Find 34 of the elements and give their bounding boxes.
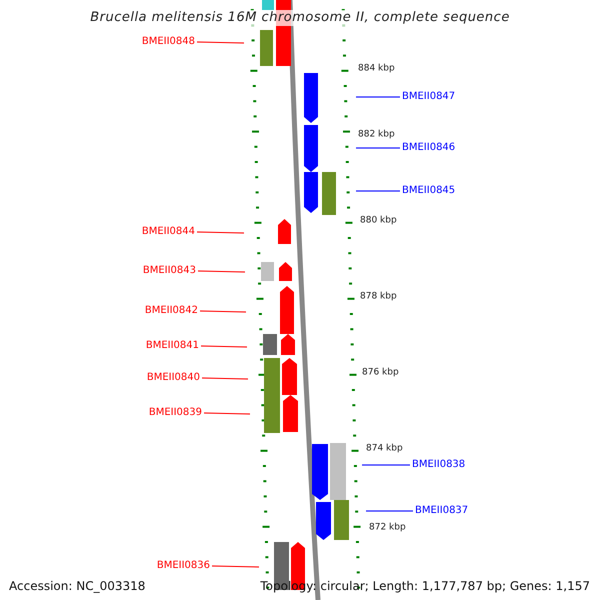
gene-label: BMEII0839 [148, 407, 202, 419]
leader-line [362, 464, 410, 466]
gene-label: BMEII0844 [142, 226, 195, 238]
footer-text: Topology: circular; Length: 1,177,787 bp; Genes: 1,157 [260, 578, 590, 594]
scale-label: 872 kbp [369, 522, 406, 534]
leader-line [356, 96, 400, 98]
leader-line [356, 190, 400, 192]
scale-label: 874 kbp [366, 444, 403, 454]
leader-line [200, 310, 246, 312]
gene-label: BMEII0842 [144, 305, 198, 317]
leader-line [212, 566, 260, 568]
footer-text: Accession: NC_003318 [9, 578, 146, 594]
leader-line [200, 346, 248, 348]
gene-label: BMEII0840 [146, 372, 200, 384]
leader-line [196, 42, 244, 44]
leader-line [196, 232, 244, 234]
gene-label: BMEII0836 [156, 560, 210, 572]
leader-line [198, 270, 246, 272]
scale-label: 876 kbp [362, 368, 399, 378]
gene-label: BMEII0837 [415, 505, 468, 517]
gene-label: BMEII0847 [402, 91, 456, 103]
gene-label: BMEII0848 [142, 36, 195, 48]
scale-label: 880 kbp [360, 216, 397, 226]
gene-label: BMEII0846 [402, 142, 456, 154]
leader-line [204, 412, 250, 414]
gene-label: BMEII0843 [142, 265, 196, 277]
gene-label: BMEII0838 [412, 459, 466, 471]
scale-label: 878 kbp [360, 292, 397, 302]
gene-label: BMEII0845 [402, 185, 456, 197]
scale-label: 882 kbp [358, 130, 395, 140]
gene-label: BMEII0841 [146, 340, 199, 352]
leader-line [366, 510, 414, 512]
scale-label: 884 kbp [358, 64, 395, 74]
leader-line [202, 378, 248, 380]
